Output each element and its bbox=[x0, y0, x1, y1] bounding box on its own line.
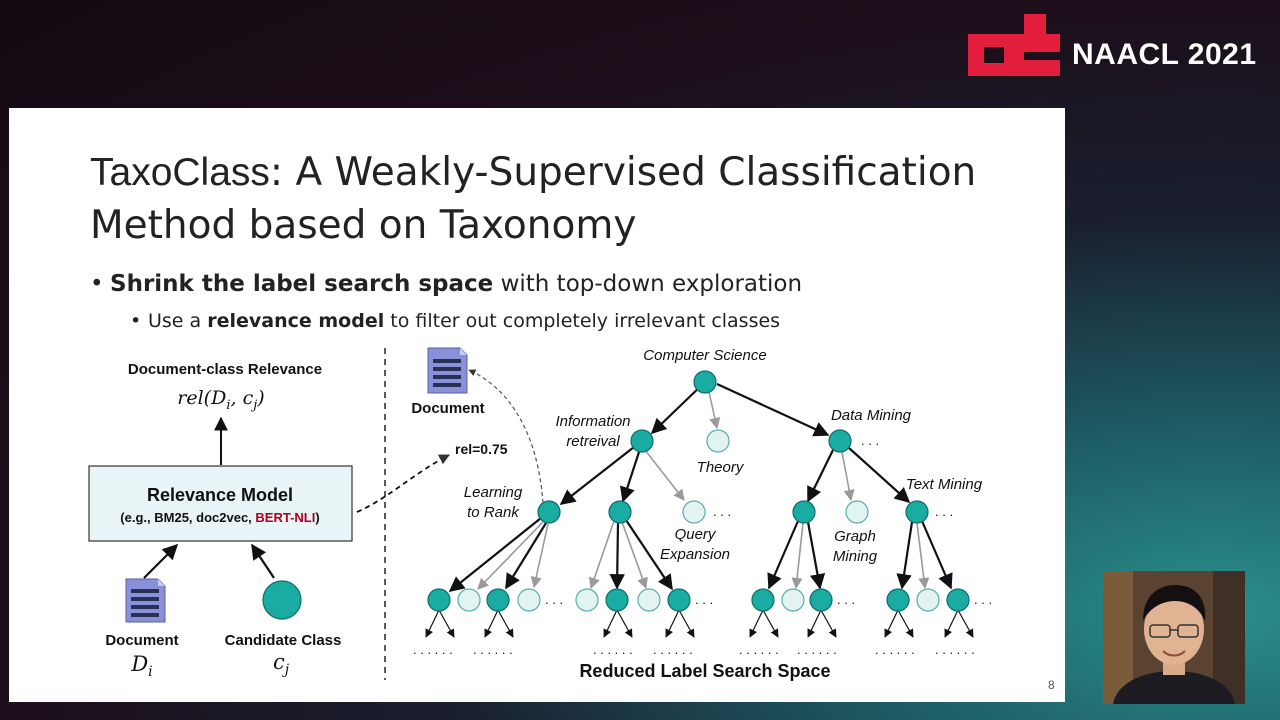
relevance-formula: rel(Di, cj) bbox=[177, 387, 264, 413]
svg-text:. . .: . . . bbox=[974, 592, 992, 607]
taxoclass-diagram: Document-class Relevance rel(Di, cj) Rel… bbox=[88, 347, 992, 681]
conference-title: NAACL 2021 bbox=[1072, 38, 1257, 71]
bullet1-bold: Shrink the label search space bbox=[110, 271, 494, 297]
svg-text:. . .: . . . bbox=[861, 433, 879, 448]
bullet-dot-icon: • bbox=[130, 310, 142, 332]
relevance-model-box bbox=[88, 465, 353, 542]
label-ltr-line2: to Rank bbox=[467, 504, 520, 521]
tree-labels: Computer Science Information retreival T… bbox=[464, 347, 983, 565]
document-label: Document bbox=[105, 632, 178, 649]
svg-text:. . . . . .: . . . . . . bbox=[473, 642, 513, 657]
document-symbol: Di bbox=[130, 652, 152, 680]
title-brand: TaxoClass bbox=[90, 151, 270, 194]
label-gm-line2: Mining bbox=[833, 548, 878, 565]
reduced-search-space-caption: Reduced Label Search Space bbox=[579, 661, 830, 681]
svg-text:. . . . . .: . . . . . . bbox=[413, 642, 453, 657]
label-ltr-line1: Learning bbox=[464, 484, 523, 501]
tree-document-icon bbox=[427, 347, 468, 394]
bullet2-bold: relevance model bbox=[207, 310, 385, 332]
bullet-level1: •Shrink the label search space with top-… bbox=[90, 271, 802, 297]
label-qe-line2: Expansion bbox=[660, 546, 730, 563]
label-theory: Theory bbox=[697, 459, 745, 476]
label-gm-line1: Graph bbox=[834, 528, 876, 545]
bullet2-pre: Use a bbox=[148, 310, 208, 332]
relevance-value: rel=0.75 bbox=[455, 441, 508, 457]
document-to-node-dashed-arrow bbox=[468, 369, 544, 504]
label-text-mining: Text Mining bbox=[906, 476, 983, 493]
svg-text:. . . . . .: . . . . . . bbox=[935, 642, 975, 657]
label-ir-line1: Information bbox=[555, 413, 630, 430]
label-qe-line1: Query bbox=[675, 526, 717, 543]
relevance-model-title: Relevance Model bbox=[147, 485, 293, 505]
page-number: 8 bbox=[1048, 678, 1055, 692]
svg-text:. . . . . .: . . . . . . bbox=[797, 642, 837, 657]
title-rest: : A Weakly-Supervised Classification Met… bbox=[90, 150, 977, 248]
svg-text:. . .: . . . bbox=[545, 592, 563, 607]
bullet2-rest: to filter out completely irrelevant clas… bbox=[384, 310, 781, 332]
naacl-logo-mark bbox=[968, 14, 1060, 76]
label-ir-line2: retreival bbox=[566, 433, 620, 450]
bullet-dot-icon: • bbox=[90, 271, 104, 297]
svg-text:. . .: . . . bbox=[713, 504, 731, 519]
label-computer-science: Computer Science bbox=[643, 347, 766, 364]
slide-title: TaxoClass: A Weakly-Supervised Classific… bbox=[90, 146, 1050, 252]
relevance-header: Document-class Relevance bbox=[128, 361, 322, 378]
document-icon bbox=[125, 578, 166, 623]
candidate-class-node bbox=[262, 580, 302, 620]
tree-ellipses: . . . . . . . . . . . . . . . . . . . . … bbox=[413, 433, 992, 657]
svg-text:. . . . . .: . . . . . . bbox=[653, 642, 693, 657]
model-output-dashed-arrow bbox=[356, 454, 450, 513]
class-symbol: cj bbox=[273, 650, 290, 678]
speaker-silhouette-icon bbox=[1103, 571, 1245, 704]
svg-text:. . . . . .: . . . . . . bbox=[593, 642, 633, 657]
tree-edges bbox=[448, 381, 953, 592]
svg-text:. . .: . . . bbox=[695, 592, 713, 607]
label-data-mining: Data Mining bbox=[831, 407, 912, 424]
svg-text:. . .: . . . bbox=[935, 504, 953, 519]
svg-text:. . . . . .: . . . . . . bbox=[739, 642, 779, 657]
speaker-video-thumbnail bbox=[1103, 571, 1245, 704]
class-to-model-arrow bbox=[251, 543, 275, 579]
svg-text:. . . . . .: . . . . . . bbox=[875, 642, 915, 657]
bullet-level2: • Use a relevance model to filter out com… bbox=[130, 310, 780, 332]
slide: TaxoClass: A Weakly-Supervised Classific… bbox=[9, 108, 1065, 702]
leaf-edges bbox=[425, 609, 974, 638]
candidate-class-label: Candidate Class bbox=[225, 632, 342, 649]
tree-document-label: Document bbox=[411, 400, 484, 417]
bullet1-rest: with top-down exploration bbox=[493, 271, 803, 297]
tree-nodes bbox=[427, 370, 970, 612]
relevance-model-examples: (e.g., BM25, doc2vec, BERT-NLI) bbox=[120, 510, 319, 525]
svg-text:. . .: . . . bbox=[837, 592, 855, 607]
document-to-model-arrow bbox=[143, 543, 179, 579]
